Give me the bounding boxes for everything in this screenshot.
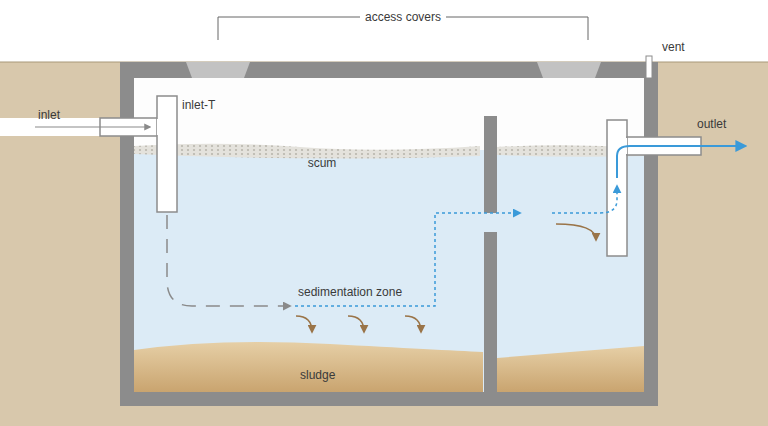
zone-label: sedimentation zone — [298, 285, 402, 299]
outlet-label: outlet — [697, 117, 726, 131]
scum-label: scum — [308, 156, 337, 170]
inlet-t-label: inlet-T — [182, 98, 215, 112]
vent-label: vent — [662, 40, 685, 54]
sludge-label: sludge — [300, 368, 335, 382]
bracket-label: access covers — [360, 10, 446, 24]
inlet-label: inlet — [38, 108, 60, 122]
